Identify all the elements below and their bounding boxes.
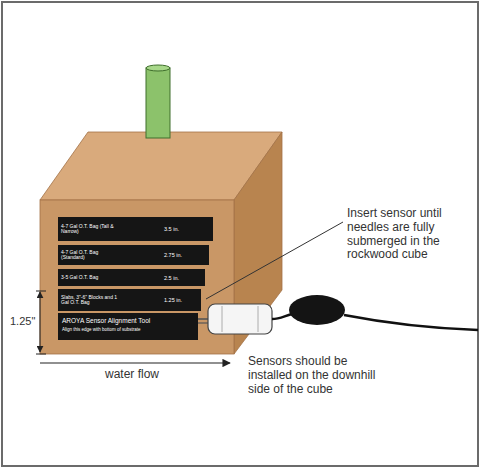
height-value: 2.5 in. xyxy=(164,275,179,281)
flow-label: water flow xyxy=(105,368,159,382)
plant-stem xyxy=(146,68,170,138)
sensor-body-line xyxy=(258,306,259,332)
leader-line xyxy=(206,222,343,299)
stem-top xyxy=(146,65,170,71)
bag-size: 4-7 Gal O.T. Bag (Standard) xyxy=(61,250,121,261)
tool-note: Align this edge with bottom of substrate xyxy=(62,327,194,333)
height-value: 2.75 in. xyxy=(164,252,182,258)
dimension-tick xyxy=(36,291,46,292)
tool-band: 3-5 Gal O.T. Bag 2.5 in. xyxy=(58,269,205,286)
tool-band: 4-7 Gal O.T. Bag (Tall & Narrow) 3.5 in. xyxy=(58,217,213,241)
tool-name: AROYA Sensor Alignment Tool xyxy=(62,317,194,325)
alignment-tool: AROYA Sensor Alignment ToolAlign this ed… xyxy=(58,215,213,340)
tool-band: 4-7 Gal O.T. Bag (Standard) 2.75 in. xyxy=(58,245,209,265)
bag-size: 3-5 Gal O.T. Bag xyxy=(61,275,121,281)
callout-note: Sensors should be installed on the downh… xyxy=(248,355,383,396)
sensor-body xyxy=(208,304,272,334)
height-value: 1.25 in. xyxy=(164,297,182,303)
tool-band: Slabs, 3"-6" Blocks and 1 Gal O.T. Bag 1.… xyxy=(58,289,201,311)
sensor-body-line xyxy=(222,306,223,332)
cube-front xyxy=(40,200,234,354)
dimension-line xyxy=(40,292,41,352)
dimension-tick xyxy=(36,354,46,355)
sensor-cable xyxy=(272,314,292,319)
dimension-label: 1.25" xyxy=(10,315,35,328)
bag-size: Slabs, 3"-6" Blocks and 1 Gal O.T. Bag xyxy=(61,295,121,306)
flow-arrow xyxy=(40,362,230,363)
sensor-hub xyxy=(289,295,345,325)
tool-base: AROYA Sensor Alignment ToolAlign this ed… xyxy=(58,313,198,340)
height-value: 3.5 in. xyxy=(164,226,179,232)
callout-note: Insert sensor until needles are fully su… xyxy=(347,207,475,262)
sensor-cable xyxy=(344,315,478,330)
bag-size: 4-7 Gal O.T. Bag (Tall & Narrow) xyxy=(61,224,121,235)
